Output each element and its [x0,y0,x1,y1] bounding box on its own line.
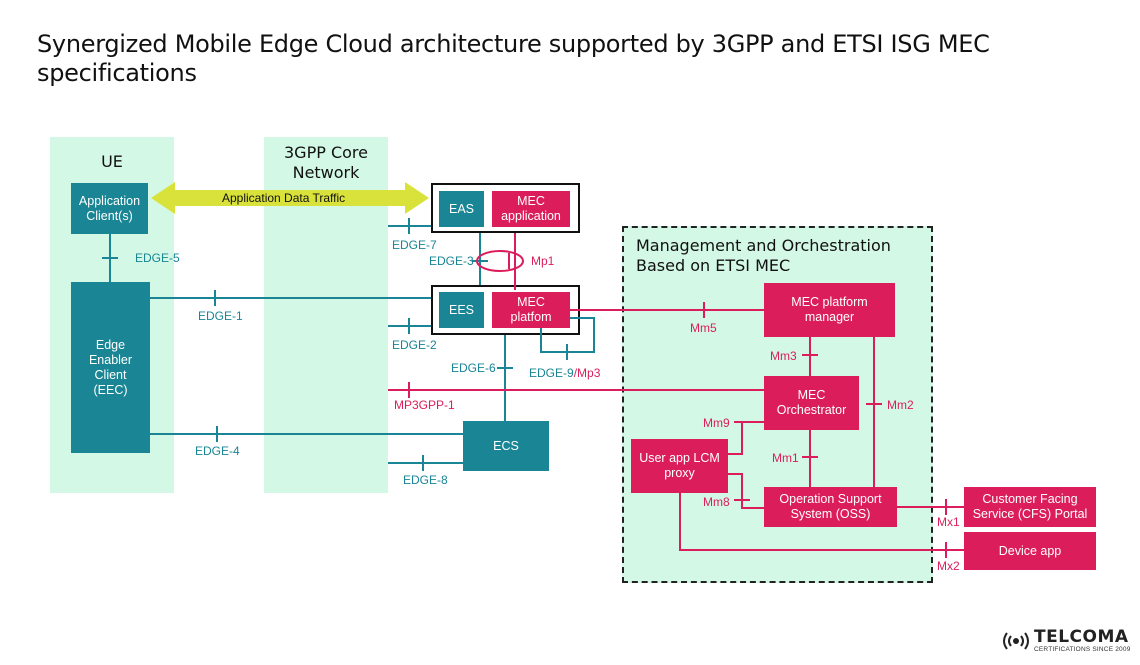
mp1-label: Mp1 [531,254,555,268]
mm5-label: Mm5 [690,321,717,335]
edge8-label: EDGE-8 [403,473,448,487]
mec-platform-box: MEC platfom [492,292,570,328]
ue-panel-title: UE [101,152,123,171]
application-client-box: Application Client(s) [71,183,148,234]
edge6-label: EDGE-6 [451,361,496,375]
mm3-label: Mm3 [770,349,797,363]
mm2-label: Mm2 [887,398,914,412]
edge9-text: EDGE-9 [529,366,574,380]
management-orchestration-title: Management and Orchestration Based on ET… [636,236,891,275]
mm1-label: Mm1 [772,451,799,465]
eas-box: EAS [439,191,484,227]
logo-name: TELCOMA [1034,627,1129,647]
edge4-label: EDGE-4 [195,444,240,458]
mec-application-box: MEC application [492,191,570,227]
mx1-label: Mx1 [937,515,960,529]
mec-orchestrator-box: MEC Orchestrator [764,376,859,430]
application-data-traffic-label: Application Data Traffic [222,191,346,205]
core-network-panel-title: 3GPP Core Network [284,143,368,182]
ees-box: EES [439,292,484,328]
edge1-label: EDGE-1 [198,309,243,323]
mm9-label: Mm9 [703,416,730,430]
mec-platform-manager-box: MEC platform manager [764,283,895,337]
device-app-box: Device app [964,532,1096,570]
edge9-mp3-label: EDGE-9/Mp3 [529,366,600,380]
cfs-portal-box: Customer Facing Service (CFS) Portal [964,487,1096,527]
logo-tagline: CERTIFICATIONS SINCE 2009 [1034,646,1131,653]
edge7-label: EDGE-7 [392,238,437,252]
edge2-label: EDGE-2 [392,338,437,352]
mx2-label: Mx2 [937,559,960,573]
mp3-text: /Mp3 [573,366,601,380]
mp3gpp1-label: MP3GPP-1 [394,398,455,412]
diagram-title: Synergized Mobile Edge Cloud architectur… [37,30,990,87]
edge3-label: EDGE-3 [429,254,474,268]
telcoma-logo-icon [1003,632,1029,650]
mm8-label: Mm8 [703,495,730,509]
ecs-box: ECS [463,421,549,471]
user-app-lcm-proxy-box: User app LCM proxy [631,439,728,493]
oss-box: Operation Support System (OSS) [764,487,897,527]
application-data-traffic-arrow [151,182,429,214]
eec-box: Edge Enabler Client (EEC) [71,282,150,453]
edge5-label: EDGE-5 [135,251,180,265]
